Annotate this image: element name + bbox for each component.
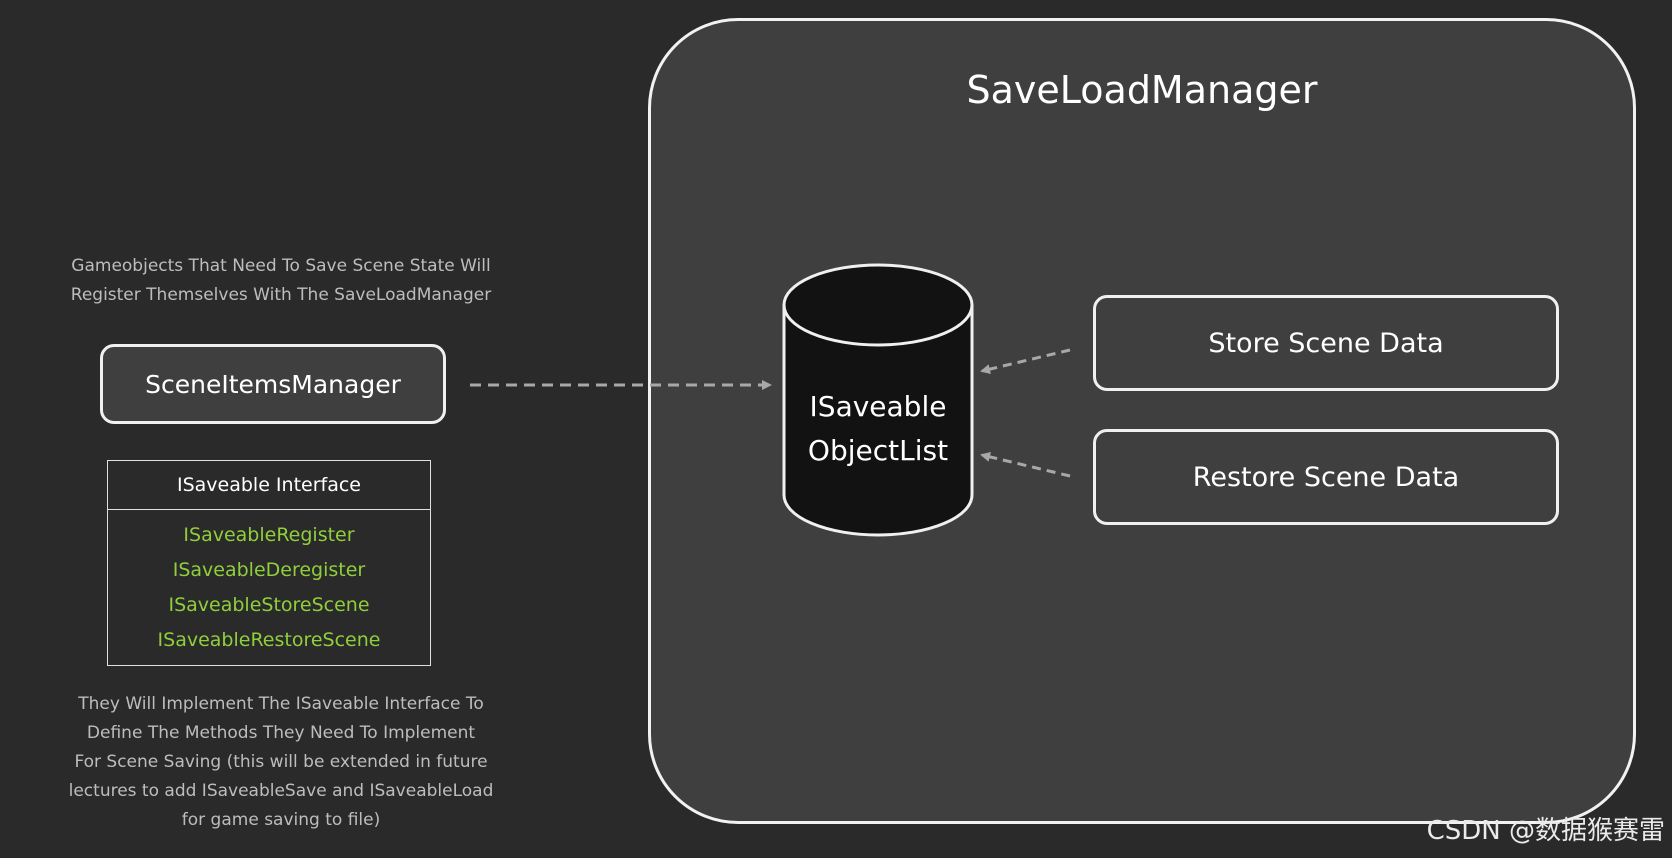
implement-note-line: They Will Implement The ISaveable Interf… [78,694,484,714]
store-arrow [980,348,1071,375]
store-scene-data-box: Store Scene Data [1093,295,1559,391]
isaveable-interface-table: ISaveable Interface ISaveableRegister IS… [107,460,431,666]
implement-note-line: Define The Methods They Need To Implemen… [86,723,476,743]
object-list-line: ISaveable [809,390,947,423]
restore-scene-data-label: Restore Scene Data [1192,461,1460,493]
interface-method: ISaveableDeregister [172,559,366,581]
object-list-line: ObjectList [807,434,949,467]
interface-method: ISaveableStoreScene [168,594,370,616]
watermark: CSDN @数据猴赛雷 [1426,816,1665,846]
interface-methods: ISaveableRegister ISaveableDeregister IS… [108,510,430,658]
register-note-line: Register Themselves With The SaveLoadMan… [70,285,492,305]
register-note: Gameobjects That Need To Save Scene Stat… [20,252,542,310]
scene-items-manager-box: SceneItemsManager [100,344,446,424]
implement-note-line: For Scene Saving (this will be extended … [74,752,488,772]
interface-header: ISaveable Interface [108,461,430,510]
restore-scene-data-box: Restore Scene Data [1093,429,1559,525]
implement-note-line: for game saving to file) [181,810,381,830]
object-list-label: ISaveable ObjectList [783,385,973,473]
restore-arrow [980,451,1071,478]
store-scene-data-label: Store Scene Data [1208,327,1444,359]
save-load-manager-title: SaveLoadManager [966,68,1318,112]
register-note-line: Gameobjects That Need To Save Scene Stat… [71,256,491,276]
implement-note-line: lectures to add ISaveableSave and ISavea… [68,781,494,801]
interface-method: ISaveableRegister [183,524,355,546]
scene-items-manager-label: SceneItemsManager [145,369,401,399]
implement-note: They Will Implement The ISaveable Interf… [16,690,546,835]
interface-method: ISaveableRestoreScene [157,629,381,651]
object-list-cylinder [782,263,974,537]
